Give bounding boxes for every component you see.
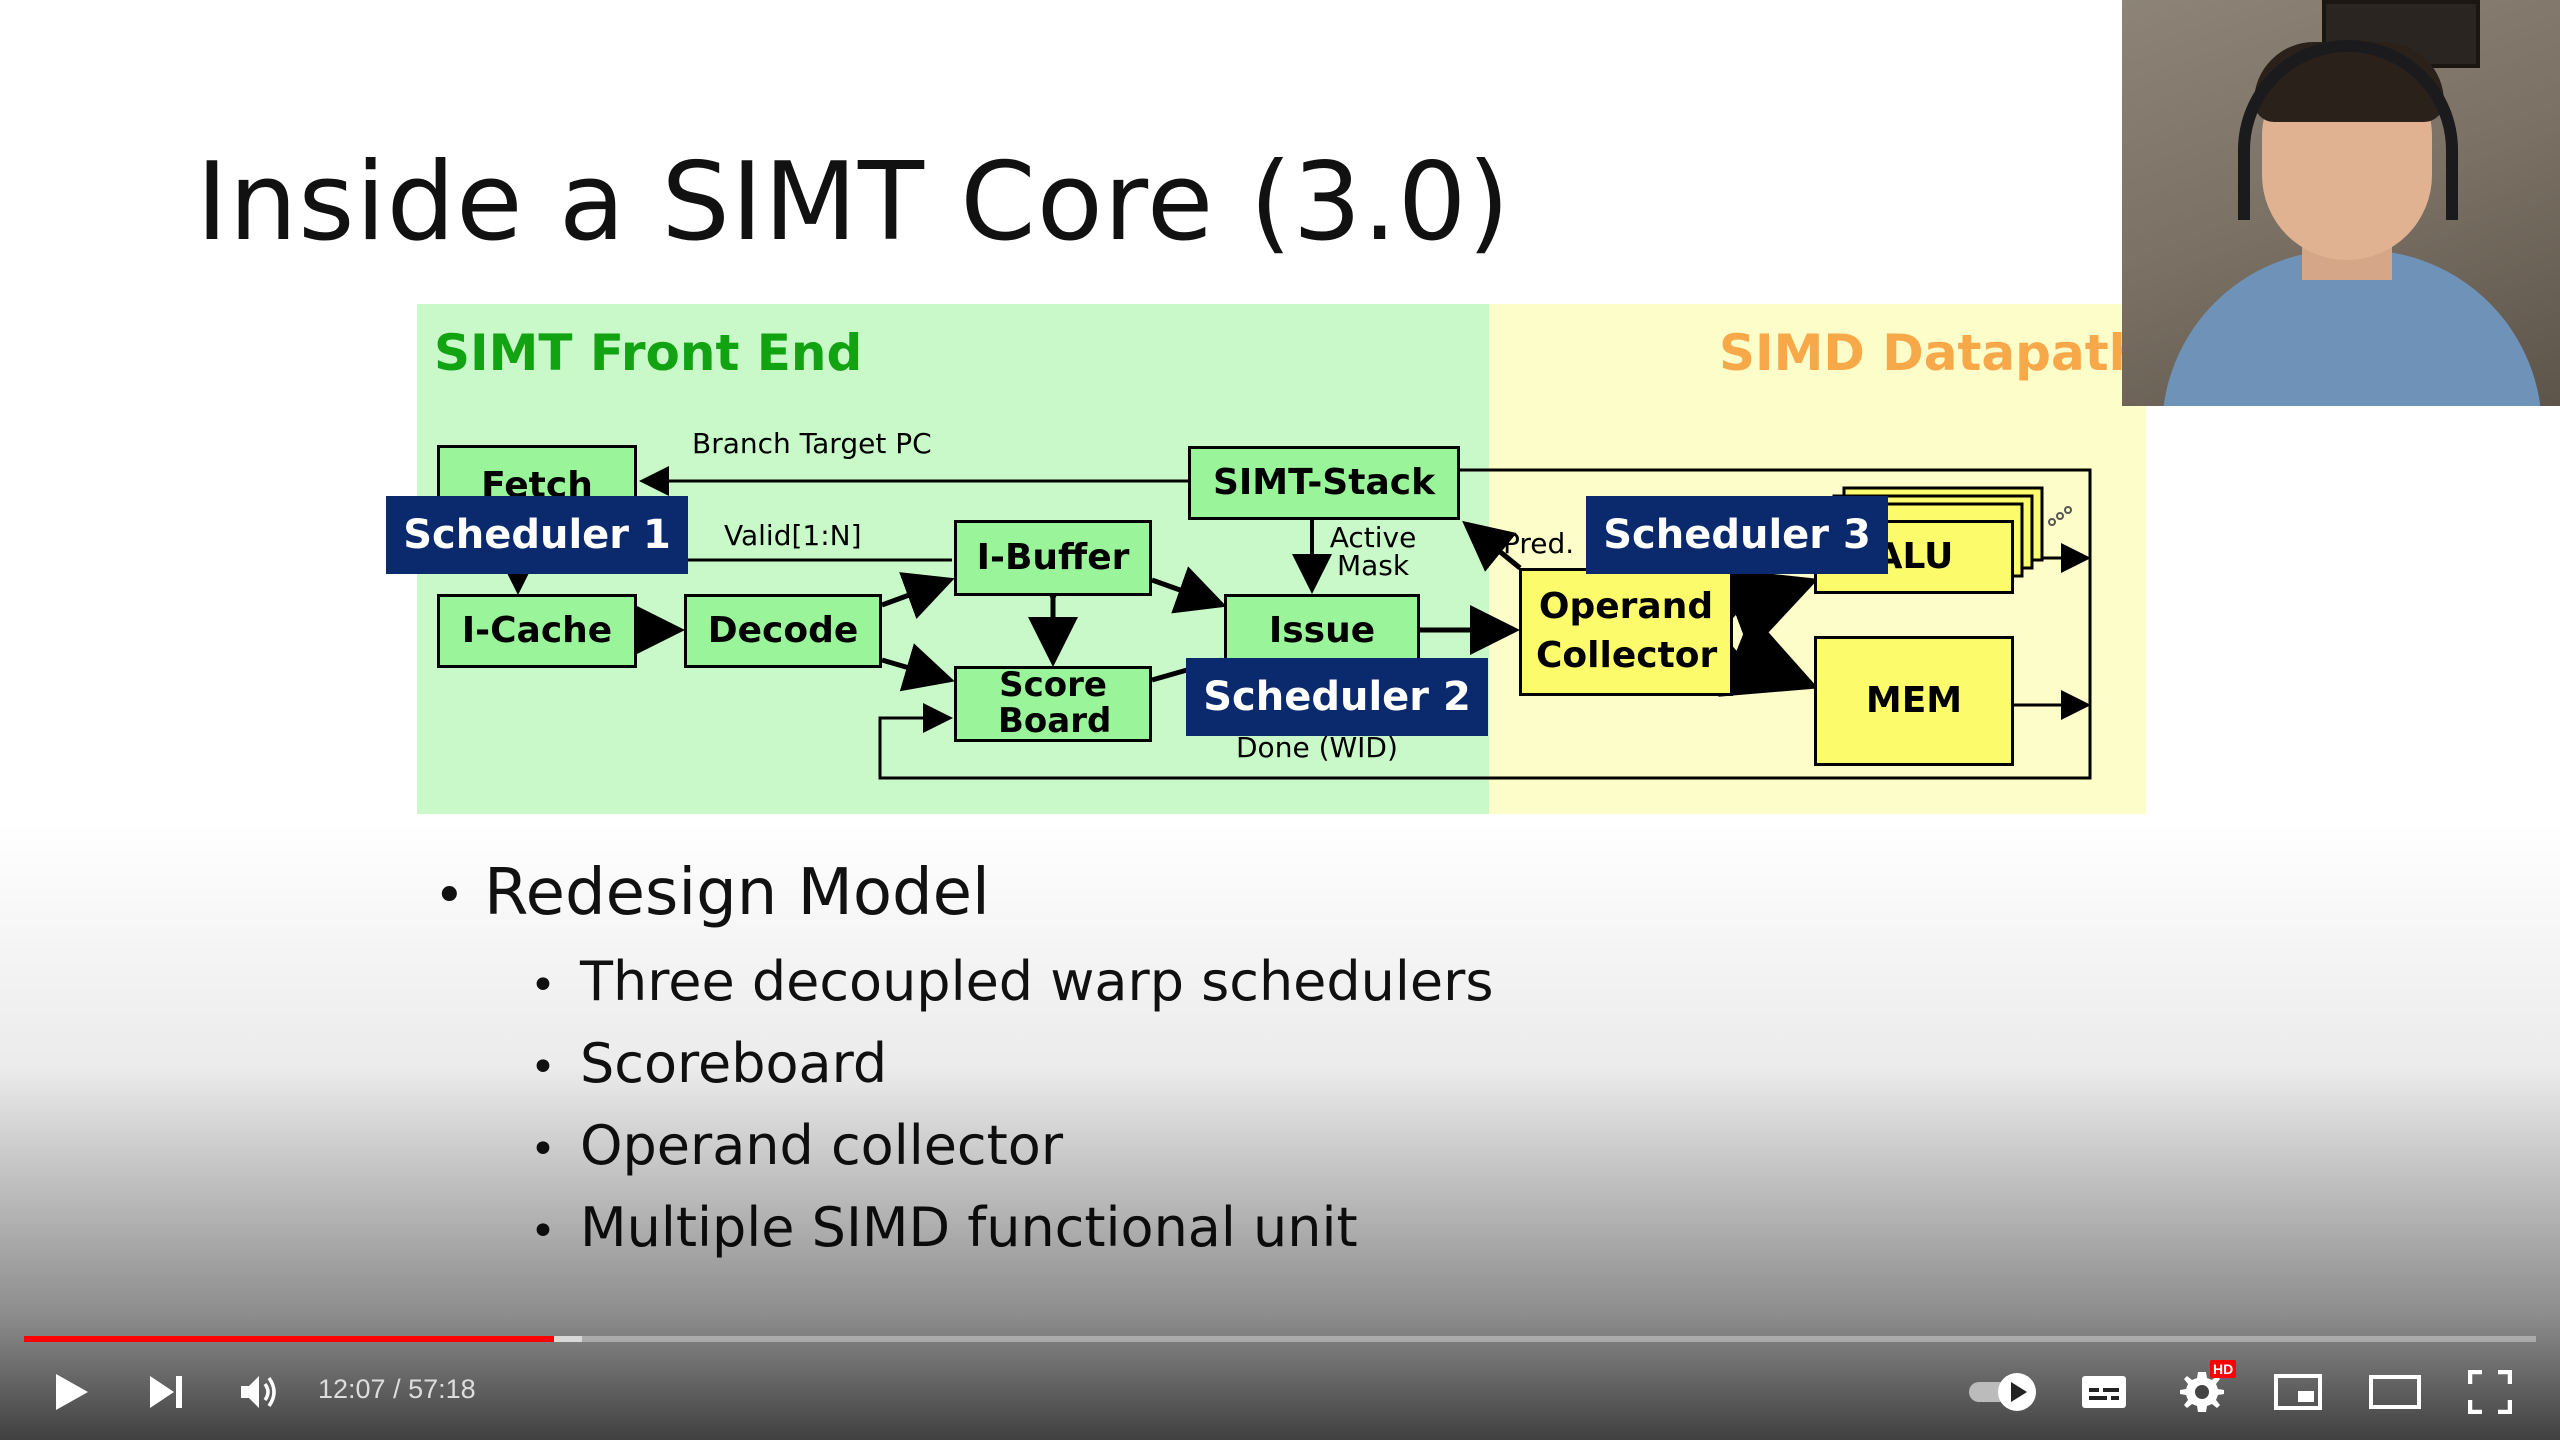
subbullet-scoreboard: Scoreboard (580, 1032, 888, 1095)
next-button[interactable] (140, 1364, 192, 1420)
done-label: Done (WID) (1236, 731, 1398, 764)
theater-icon (2369, 1375, 2421, 1409)
scheduler-2-badge: Scheduler 2 (1186, 658, 1488, 736)
scoreboard-box: Score Board (954, 666, 1152, 742)
settings-icon (2180, 1372, 2224, 1412)
front-end-label: SIMT Front End (434, 324, 863, 382)
captions-icon (2082, 1376, 2126, 1408)
subbullet-schedulers: Three decoupled warp schedulers (580, 950, 1494, 1013)
valid-label: Valid[1:N] (724, 519, 862, 552)
miniplayer-icon (2274, 1374, 2322, 1410)
settings-button[interactable]: HD (2174, 1360, 2237, 1420)
next-icon (150, 1376, 182, 1408)
active-mask-label: Active Mask (1328, 524, 1418, 580)
miniplayer-button[interactable] (2270, 1366, 2326, 1418)
autoplay-toggle-icon (1969, 1373, 2036, 1411)
autoplay-toggle[interactable] (1966, 1368, 2040, 1416)
progress-bar[interactable] (24, 1336, 2536, 1342)
bullet-redesign-model: Redesign Model (484, 856, 990, 930)
active-mask-text: Active Mask (1329, 521, 1417, 582)
bullet-dot: • (434, 866, 465, 926)
play-button[interactable] (46, 1364, 98, 1420)
branch-target-pc-label: Branch Target PC (692, 427, 932, 460)
operand-collector-box: Operand Collector (1519, 568, 1733, 696)
play-icon (56, 1374, 88, 1410)
time-display: 12:07 / 57:18 (318, 1374, 476, 1404)
slide-title: Inside a SIMT Core (3.0) (196, 140, 1511, 265)
theater-mode-button[interactable] (2364, 1366, 2426, 1418)
icache-box: I-Cache (437, 594, 637, 668)
bullet-dot: • (530, 1042, 556, 1093)
scoreboard-label: Score Board (998, 665, 1112, 741)
scheduler-3-badge: Scheduler 3 (1586, 496, 1888, 574)
volume-button[interactable] (232, 1364, 288, 1420)
operand-collector-label: Operand Collector (1536, 586, 1718, 676)
scheduler-1-badge: Scheduler 1 (386, 496, 688, 574)
mem-box: MEM (1814, 636, 2014, 766)
subbullet-simd-units: Multiple SIMD functional unit (580, 1196, 1358, 1259)
ibuffer-box: I-Buffer (954, 520, 1152, 596)
fullscreen-button[interactable] (2462, 1364, 2518, 1420)
simt-stack-box: SIMT-Stack (1188, 446, 1460, 520)
issue-box: Issue (1224, 594, 1420, 668)
fullscreen-icon (2468, 1370, 2512, 1414)
decode-box: Decode (684, 594, 882, 668)
bullet-dot: • (530, 960, 556, 1011)
captions-button[interactable] (2076, 1366, 2132, 1418)
bullet-dot: • (530, 1124, 556, 1175)
subbullet-operand-collector: Operand collector (580, 1114, 1064, 1177)
presenter-webcam (2122, 0, 2560, 406)
volume-icon (241, 1376, 276, 1408)
hd-badge: HD (2210, 1360, 2237, 1378)
progress-played (24, 1336, 555, 1342)
bullet-dot: • (530, 1206, 556, 1257)
datapath-label: SIMD Datapath (1719, 324, 2145, 382)
pred-label: Pred. (1503, 527, 1575, 560)
